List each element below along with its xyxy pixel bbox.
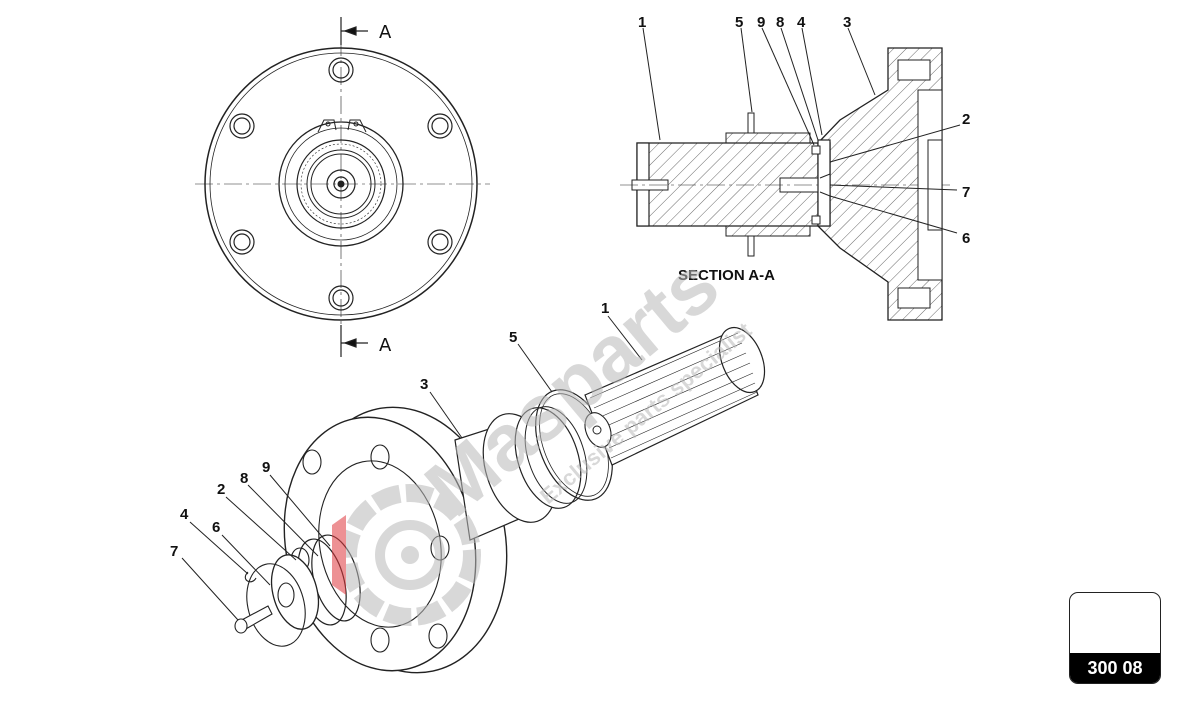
section-marker-bottom: A [379, 335, 392, 356]
callout-section-1: 1 [638, 14, 646, 31]
callout-exploded-9: 9 [262, 459, 270, 476]
callout-section-7: 7 [962, 184, 970, 201]
callout-section-6: 6 [962, 230, 970, 247]
section-view [620, 47, 950, 321]
section-leaders [642, 27, 961, 234]
callout-exploded-6: 6 [212, 519, 220, 536]
centerlines [195, 38, 490, 330]
callout-exploded-4: 4 [180, 506, 189, 523]
callout-exploded-3: 3 [420, 376, 428, 393]
exploded-leaders [181, 315, 643, 621]
callout-exploded-1: 1 [601, 300, 609, 317]
watermark-logo-icon [332, 484, 481, 626]
callout-section-9: 9 [757, 14, 765, 31]
callout-section-8: 8 [776, 14, 784, 31]
callout-exploded-5: 5 [509, 329, 517, 346]
shaft-splines [589, 332, 758, 459]
callout-section-4: 4 [797, 14, 806, 31]
callout-section-2: 2 [962, 111, 970, 128]
section-line [340, 17, 368, 357]
page-code: 300 08 [1070, 653, 1160, 683]
callout-exploded-8: 8 [240, 470, 248, 487]
callout-exploded-2: 2 [217, 481, 225, 498]
section-title: SECTION A-A [678, 267, 775, 284]
front-view [195, 17, 490, 357]
section-marker-top: A [379, 22, 392, 43]
callout-exploded-7: 7 [170, 543, 178, 560]
page-code-badge: 300 08 [1069, 592, 1161, 684]
callout-section-3: 3 [843, 14, 851, 31]
callout-section-5: 5 [735, 14, 743, 31]
